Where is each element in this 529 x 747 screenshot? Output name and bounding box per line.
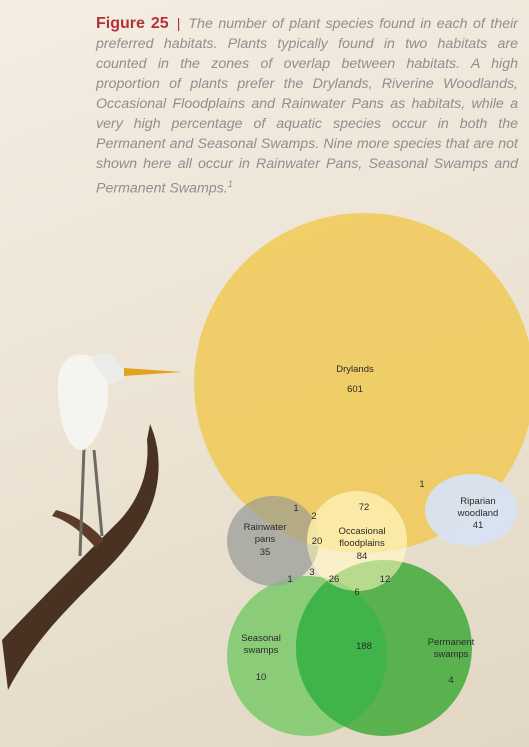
egret-beak [124, 368, 182, 376]
rainwater-label-line1: Rainwater [244, 522, 287, 533]
rainwater-floodplains-seasonal-count: 3 [309, 567, 314, 578]
egret-body [57, 354, 109, 451]
rainwater-count: 35 [260, 547, 271, 558]
floodplains-count: 84 [357, 551, 368, 562]
rainwater-floodplains-count: 20 [312, 536, 323, 547]
riparian-label-line2: woodland [457, 508, 499, 519]
riparian-label-line1: Riparian [460, 496, 495, 507]
drylands-floodplains-count: 72 [359, 502, 370, 513]
floodplains-label-line1: Occasional [339, 526, 386, 537]
seasonal-label-line2: swamps [244, 645, 279, 656]
caption-footnote: 1 [227, 179, 233, 189]
figure-caption: Figure 25 |The number of plant species fo… [96, 14, 518, 199]
riparian-count: 41 [473, 520, 484, 531]
egret-leg-front [92, 449, 104, 537]
drylands-rainwater-count: 1 [293, 503, 298, 514]
floodplains-seasonal-permanent-count: 6 [354, 587, 359, 598]
branch [2, 424, 159, 690]
branch-spur [52, 510, 104, 548]
drylands-riparian-count: 1 [419, 479, 424, 490]
figure-label: Figure 25 [96, 15, 169, 32]
permanent-label-line2: swamps [434, 649, 469, 660]
floodplains-seasonal-count: 26 [329, 574, 340, 585]
seasonal-label-line1: Seasonal [241, 633, 281, 644]
floodplains-label-line2: floodplains [339, 538, 385, 549]
egret-neck [92, 353, 126, 384]
drylands-count: 601 [347, 384, 363, 395]
rainwater-label-line2: pans [255, 534, 276, 545]
permanent-count: 4 [448, 675, 453, 686]
rainwater-seasonal-count: 1 [287, 574, 292, 585]
permanent-label-line1: Permanent [428, 637, 475, 648]
caption-text: The number of plant species found in eac… [96, 16, 518, 197]
seasonal-permanent-overlap [296, 576, 387, 736]
seasonal-count: 10 [256, 672, 267, 683]
egret-leg-back [78, 447, 86, 557]
riparian-woodland-ellipse [425, 474, 517, 546]
caption-separator: | [176, 16, 181, 32]
floodplains-permanent-count: 12 [380, 574, 391, 585]
drylands-rainwater-floodplains-count: 2 [311, 511, 316, 522]
drylands-circle [194, 213, 529, 553]
egret-illustration [2, 353, 182, 690]
drylands-label: Drylands [336, 364, 374, 375]
seasonal-permanent-count: 188 [356, 641, 372, 652]
